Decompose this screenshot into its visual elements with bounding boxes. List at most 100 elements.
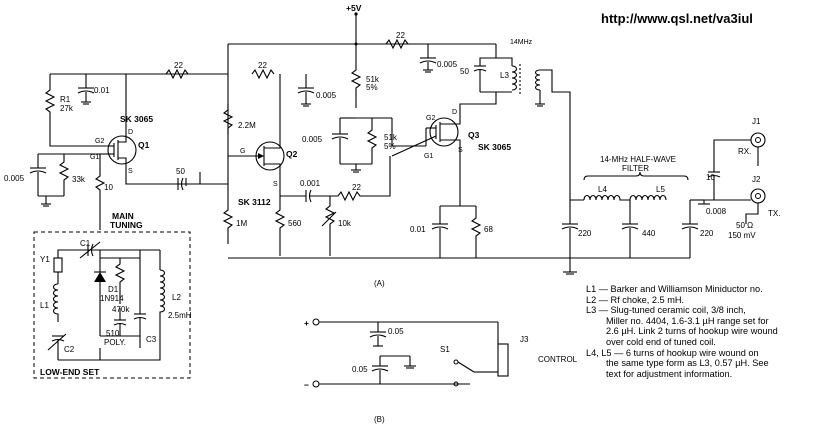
tank-circuit: 14MHz 50 L3 <box>459 39 553 116</box>
cap-poly-label: POLY. <box>104 338 126 347</box>
q1-label: Q1 <box>138 140 150 150</box>
main-tuning-1: MAIN <box>112 211 134 221</box>
low-end-set: LOW-END SET <box>40 367 100 377</box>
q2-stage: 2.2M 22 0.005 G S Q2 SK 3112 1M 560 0.0 <box>222 44 391 256</box>
r1-value: 27k <box>60 104 74 113</box>
output-jacks: J1 RX. 10 J2 TX. 0.008 50 Ω 150 mV <box>698 117 780 240</box>
note-line: over cold end of tuned coil. <box>606 336 716 347</box>
supply-label: +5V <box>346 3 362 13</box>
j1-label: J1 <box>752 117 761 126</box>
component-notes: L1 — Barker and Williamson Miniductor no… <box>586 284 818 379</box>
note-line: L3 — Slug-tuned ceramic coil, 3/8 inch, <box>586 305 746 316</box>
q3-g2: G2 <box>426 115 435 122</box>
coil-l5-label: L5 <box>656 185 665 194</box>
cap-005b-label: 0.05 <box>352 365 368 374</box>
q1-g1: G1 <box>90 154 99 161</box>
q3-g1: G1 <box>424 153 433 160</box>
d1-type: 1N914 <box>100 294 124 303</box>
cap-220a-label: 220 <box>578 229 592 238</box>
resistor-22-top-label: 22 <box>396 31 405 40</box>
r150-label: 150 mV <box>728 231 756 240</box>
q1-stage: R1 27k 0.01 22 G2 G1 D S Q1 SK 3065 <box>4 61 228 230</box>
supply-circuit: + − 0.05 0.05 S1 J3 CONTROL <box>304 318 578 390</box>
q3-type: SK 3065 <box>478 142 511 152</box>
main-tuning-2: TUNING <box>110 220 143 230</box>
half-wave-filter: 14-MHz HALF-WAVE FILTER L4 L5 220 440 22… <box>551 82 714 258</box>
q1-d: D <box>128 129 133 136</box>
note-line: L2 — Rf choke, 2.5 mH. <box>586 294 685 305</box>
note-line: the same type form as L3, 0.57 µH. See <box>606 358 769 369</box>
r51ka-tol: 5% <box>366 83 378 92</box>
filter-title-2: FILTER <box>622 164 649 173</box>
plus-terminal: + <box>304 318 309 328</box>
q3-s: S <box>458 147 463 154</box>
cap-005-label: 0.05 <box>388 327 404 336</box>
r22a-label: 22 <box>174 61 183 70</box>
l2-label: L2 <box>172 293 181 302</box>
cap-50b-label: 50 <box>460 67 469 76</box>
cap-001b-label: 0.01 <box>410 225 426 234</box>
cap-0005b-label: 0.005 <box>316 91 337 100</box>
cap-0001-label: 0.001 <box>300 179 321 188</box>
q3-d: D <box>452 109 457 116</box>
cap-440-label: 440 <box>642 229 656 238</box>
note-line: L1 — Barker and Williamson Miniductor no… <box>586 284 763 294</box>
r10-label: 10 <box>104 183 113 192</box>
cap-0005-top-label: 0.005 <box>437 60 458 69</box>
cap-10-label: 10 <box>706 173 715 182</box>
cap-0005a-label: 0.005 <box>4 174 25 183</box>
source-url: http://www.qsl.net/va3iul <box>601 11 753 26</box>
q1-g2: G2 <box>95 138 104 145</box>
r50-label: 50 Ω <box>736 221 753 230</box>
r560-label: 560 <box>288 219 302 228</box>
freq-label: 14MHz <box>510 39 533 46</box>
y1-label: Y1 <box>40 255 50 264</box>
control-label: CONTROL <box>538 355 578 364</box>
cap-0005-top: 0.005 <box>419 44 458 73</box>
cap-510-label: 510 <box>106 329 120 338</box>
r51kb-tol: 5% <box>384 142 396 151</box>
subfigure-a: (A) <box>374 279 385 288</box>
r22b-label: 22 <box>258 61 267 70</box>
minus-terminal: − <box>304 380 309 390</box>
q3-label: Q3 <box>468 130 480 140</box>
r51kb-label: 51k <box>384 133 398 142</box>
c3-label: C3 <box>146 335 157 344</box>
note-line: Miller no. 4404, 1.6-3.1 µH range set fo… <box>606 315 769 326</box>
r68-label: 68 <box>484 225 493 234</box>
j2-label: J2 <box>752 175 761 184</box>
tx-label: TX. <box>768 209 780 218</box>
s1-label: S1 <box>440 345 450 354</box>
cap-0008-label: 0.008 <box>706 207 727 216</box>
q3-stage: 51k 5% 0.005 51k 5% G2 G1 D S Q3 SK 3065 <box>302 44 511 259</box>
r22m-label: 2.2M <box>238 121 256 130</box>
r22c-label: 22 <box>352 183 361 192</box>
q2-label: Q2 <box>286 149 298 159</box>
j3-label: J3 <box>520 335 529 344</box>
note-line: text for adjustment information. <box>606 368 733 379</box>
c2-label: C2 <box>64 345 75 354</box>
q1-type: SK 3065 <box>120 114 153 124</box>
q2-type: SK 3112 <box>238 197 271 207</box>
q1-s: S <box>128 168 133 175</box>
supply-rail: +5V <box>228 3 496 46</box>
r470k-label: 470k <box>112 305 130 314</box>
rx-label: RX. <box>738 147 751 156</box>
r33k-label: 33k <box>72 175 86 184</box>
coil-l3-label: L3 <box>500 71 509 80</box>
cap-001-label: 0.01 <box>94 86 110 95</box>
q2-s: S <box>273 181 278 188</box>
l2-value: 2.5mH <box>168 311 192 320</box>
resistor-22-top: 22 <box>385 31 409 50</box>
note-line: L4, L5 — 6 turns of hookup wire wound on <box>586 347 759 358</box>
cap-50a-label: 50 <box>176 167 185 176</box>
r1m-label: 1M <box>236 219 247 228</box>
r1-label: R1 <box>60 95 71 104</box>
q2-g: G <box>240 148 245 155</box>
r10k-label: 10k <box>338 219 352 228</box>
note-line: 2.6 µH. Link 2 turns of hookup wire woun… <box>606 326 778 337</box>
l1-label: L1 <box>40 301 49 310</box>
r51ka-label: 51k <box>366 75 380 84</box>
tuning-box: MAIN TUNING LOW-END SET Y1 C1 L1 C2 D1 1… <box>33 211 192 379</box>
